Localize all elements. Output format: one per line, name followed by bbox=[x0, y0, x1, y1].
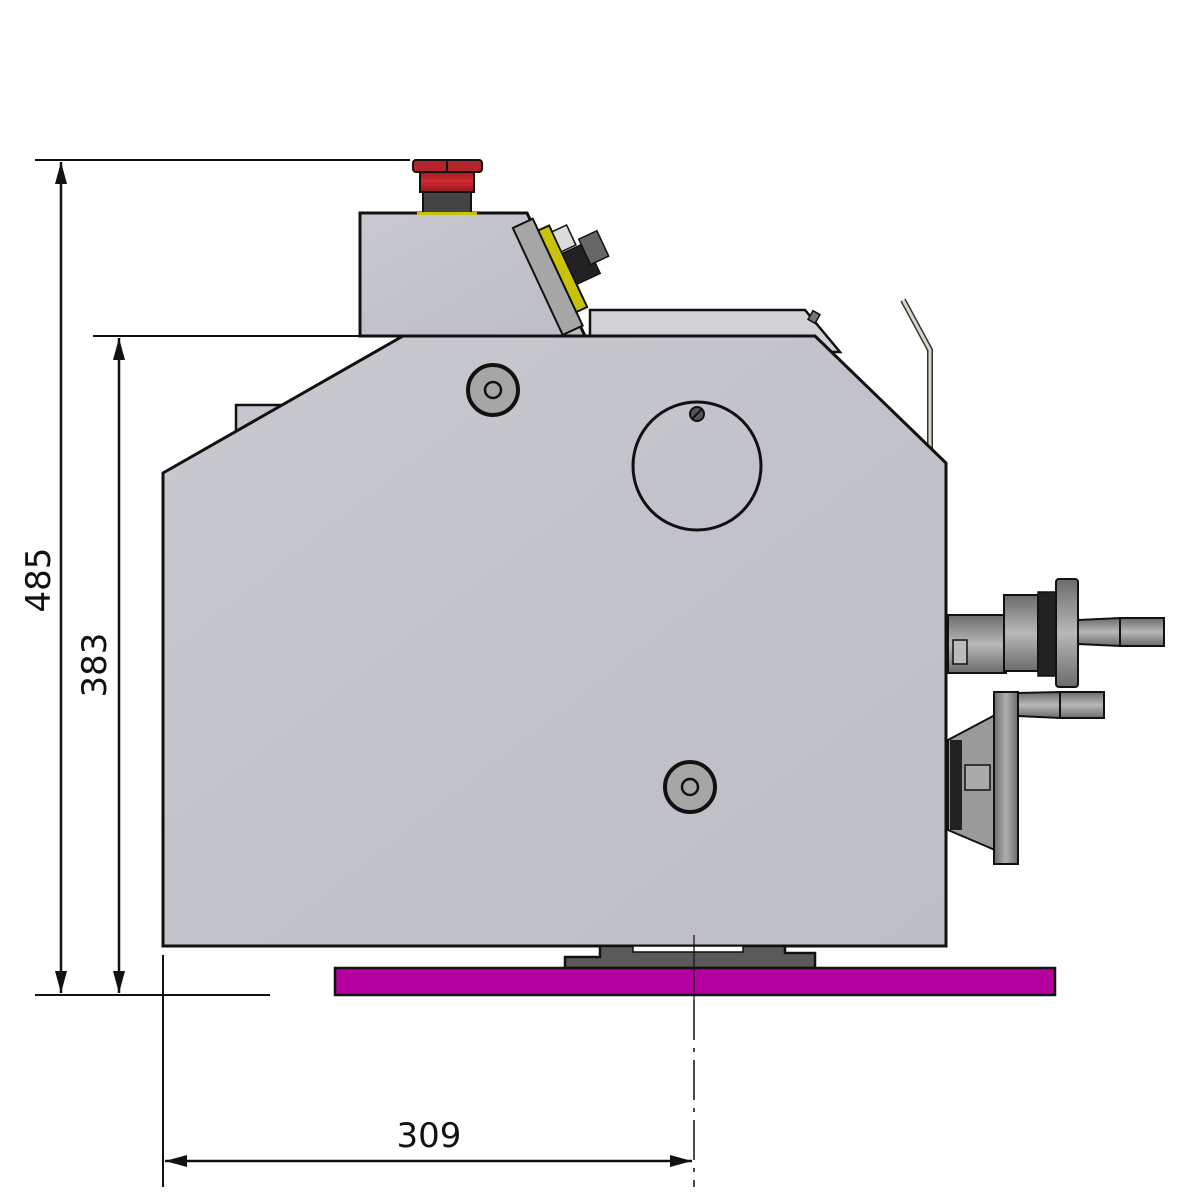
inspection-cover bbox=[631, 400, 763, 532]
base-plate bbox=[333, 966, 1057, 997]
control-panel[interactable] bbox=[511, 196, 631, 337]
headstock-latch bbox=[807, 309, 821, 325]
dimension-overall-height: 485 bbox=[19, 159, 410, 996]
dimension-485-label: 485 bbox=[19, 548, 59, 613]
dimension-383-label: 383 bbox=[75, 633, 115, 698]
cover-screw-top bbox=[466, 363, 520, 417]
emergency-stop-button[interactable] bbox=[412, 159, 483, 215]
dimension-spindle-height: 383 bbox=[75, 335, 400, 993]
cover-screw-bottom bbox=[663, 760, 717, 814]
mounting-feet bbox=[563, 944, 817, 970]
chuck-guard bbox=[900, 298, 933, 450]
cross-slide-handwheel[interactable] bbox=[947, 578, 1165, 688]
carriage-handwheel[interactable] bbox=[947, 690, 1105, 865]
main-housing bbox=[161, 334, 948, 948]
dimension-depth: 309 bbox=[162, 955, 695, 1187]
dimension-309-label: 309 bbox=[397, 1116, 462, 1156]
